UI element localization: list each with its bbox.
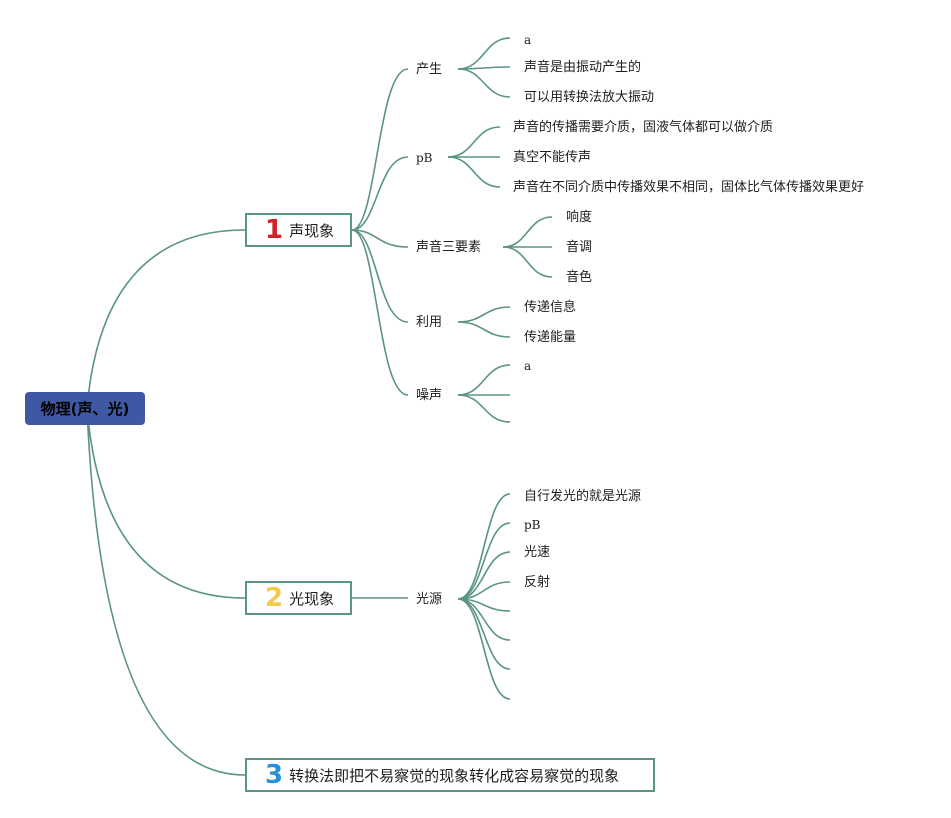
leaf[interactable]: 可以用转换法放大振动 (524, 90, 655, 105)
topic-light[interactable]: 2 光现象 (245, 581, 352, 615)
subtopic-three-elements[interactable]: 声音三要素 (416, 240, 482, 255)
subtopic-light-source[interactable]: 光源 (416, 592, 443, 607)
connector-line (457, 364, 511, 396)
topic-sound[interactable]: 1 声现象 (245, 213, 352, 247)
topic-conversion-method[interactable]: 3 转换法即把不易察觉的现象转化成容易察觉的现象 (245, 758, 655, 792)
leaf[interactable]: 声音在不同介质中传播效果不相同，固体比气体传播效果更好 (513, 180, 865, 195)
connector-line (86, 407, 246, 599)
leaf[interactable]: 反射 (524, 575, 551, 590)
connector-line (457, 551, 511, 600)
connector-line (351, 156, 409, 231)
connector-line (457, 493, 511, 600)
subtopic-production[interactable]: 产生 (416, 62, 443, 77)
connector-line (351, 229, 409, 248)
connector-line (86, 407, 246, 776)
root-node[interactable]: 物理(声、光) (25, 392, 145, 425)
topic-label: 声现象 (289, 221, 335, 240)
subtopic-use[interactable]: 利用 (416, 315, 443, 330)
connector-line (457, 598, 511, 700)
number-1-icon: 1 (265, 215, 284, 245)
connector-line (457, 394, 511, 423)
leaf[interactable]: 音调 (566, 240, 593, 255)
leaf[interactable]: 真空不能传声 (513, 150, 592, 165)
subtopic-pb[interactable]: pB (416, 151, 433, 165)
number-3-icon: 3 (265, 760, 284, 790)
connector-line (457, 68, 511, 98)
connector-line (457, 321, 511, 338)
topic-label: 转换法即把不易察觉的现象转化成容易察觉的现象 (289, 766, 620, 785)
leaf[interactable]: 音色 (566, 270, 593, 285)
connector-line (351, 229, 409, 396)
connector-line (86, 229, 246, 409)
connector-line (447, 156, 501, 188)
topic-label: 光现象 (289, 589, 335, 608)
leaf[interactable]: 光速 (524, 545, 551, 560)
leaf[interactable]: 声音是由振动产生的 (524, 60, 642, 75)
leaf[interactable]: a (524, 33, 532, 47)
number-2-icon: 2 (265, 583, 284, 613)
subtopic-noise[interactable]: 噪声 (416, 388, 443, 403)
connector-line (447, 126, 501, 158)
connector-line (351, 68, 409, 231)
leaf[interactable]: 传递信息 (524, 300, 577, 315)
leaf[interactable]: a (524, 359, 532, 373)
connector-line (457, 306, 511, 323)
connector-line (457, 37, 511, 70)
leaf[interactable]: 自行发光的就是光源 (524, 489, 642, 504)
connector-line (502, 246, 553, 278)
leaf[interactable]: pB (524, 518, 541, 532)
leaf[interactable]: 响度 (566, 210, 593, 225)
connector-line (457, 598, 511, 670)
connector-line (351, 229, 409, 323)
leaf[interactable]: 声音的传播需要介质，固液气体都可以做介质 (513, 120, 774, 135)
connector-line (502, 216, 553, 248)
connector-line (457, 522, 511, 600)
leaf[interactable]: 传递能量 (524, 330, 577, 345)
